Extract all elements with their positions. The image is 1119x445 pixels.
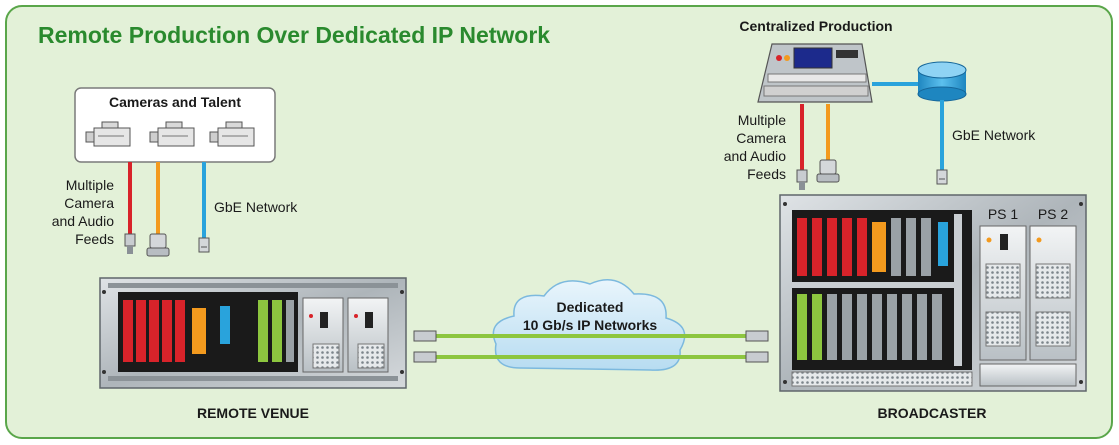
broadcaster-network-label: GbE Network	[952, 127, 1036, 143]
camera-icon	[209, 121, 255, 147]
camera-icon	[149, 121, 195, 147]
production-switcher-icon	[757, 43, 873, 103]
card-green	[797, 294, 807, 360]
venue-network-label: GbE Network	[214, 199, 298, 215]
card-green	[258, 300, 268, 362]
venue-cables	[124, 162, 210, 257]
card-blue	[220, 306, 230, 344]
broadcaster-cables	[796, 104, 840, 190]
fiber-connector-icon	[413, 330, 437, 342]
broadcaster-feeds-label-line-1: Multiple	[738, 112, 786, 128]
venue-feeds-label-line-1: Multiple	[66, 177, 114, 193]
card-red	[797, 218, 807, 276]
card-green	[272, 300, 282, 362]
remote-venue-chassis	[99, 277, 407, 389]
ps2-label: PS 2	[1038, 206, 1069, 222]
card-red	[175, 300, 185, 362]
card-red	[123, 300, 133, 362]
card-red	[162, 300, 172, 362]
card-red	[136, 300, 146, 362]
fiber-links	[413, 330, 769, 363]
camera-icon	[85, 121, 131, 147]
fiber-connector-icon	[745, 330, 769, 342]
remote-venue-caption: REMOTE VENUE	[197, 405, 309, 421]
card-orange	[192, 308, 206, 354]
rj45-connector-icon	[936, 169, 948, 185]
rj45-connector-icon	[198, 237, 210, 253]
cloud-label-line-1: Dedicated	[557, 299, 624, 315]
bnc-connector-icon	[796, 169, 808, 190]
fiber-connector-icon	[745, 351, 769, 363]
card-red	[827, 218, 837, 276]
broadcaster-feeds-label-line-2: Camera	[736, 130, 786, 146]
audio-connector-icon	[146, 233, 170, 257]
broadcaster-feeds-label-line-4: Feeds	[747, 166, 786, 182]
ip-network-cloud: Dedicated 10 Gb/s IP Networks	[492, 279, 686, 371]
broadcaster-caption: BROADCASTER	[878, 405, 987, 421]
card-blue	[938, 222, 948, 266]
card-red	[857, 218, 867, 276]
card-green	[812, 294, 822, 360]
venue-feeds-label-line-2: Camera	[64, 195, 114, 211]
cloud-label-line-2: 10 Gb/s IP Networks	[523, 317, 658, 333]
cameras-box-label: Cameras and Talent	[109, 94, 241, 110]
venue-feeds-label-line-4: Feeds	[75, 231, 114, 247]
venue-feeds-label-line-3: and Audio	[52, 213, 114, 229]
centralized-production-label: Centralized Production	[739, 18, 892, 34]
bnc-connector-icon	[124, 233, 136, 254]
network-storage-icon	[917, 61, 967, 102]
audio-connector-icon	[816, 159, 840, 183]
ps1-label: PS 1	[988, 206, 1019, 222]
card-red	[812, 218, 822, 276]
fiber-connector-icon	[413, 351, 437, 363]
broadcaster-chassis	[779, 194, 1087, 392]
cameras-and-talent-box: Cameras and Talent	[74, 87, 276, 163]
diagram-title: Remote Production Over Dedicated IP Netw…	[38, 22, 550, 48]
card-red	[149, 300, 159, 362]
card-red	[842, 218, 852, 276]
broadcaster-feeds-label-line-3: and Audio	[724, 148, 786, 164]
card-orange	[872, 222, 886, 272]
